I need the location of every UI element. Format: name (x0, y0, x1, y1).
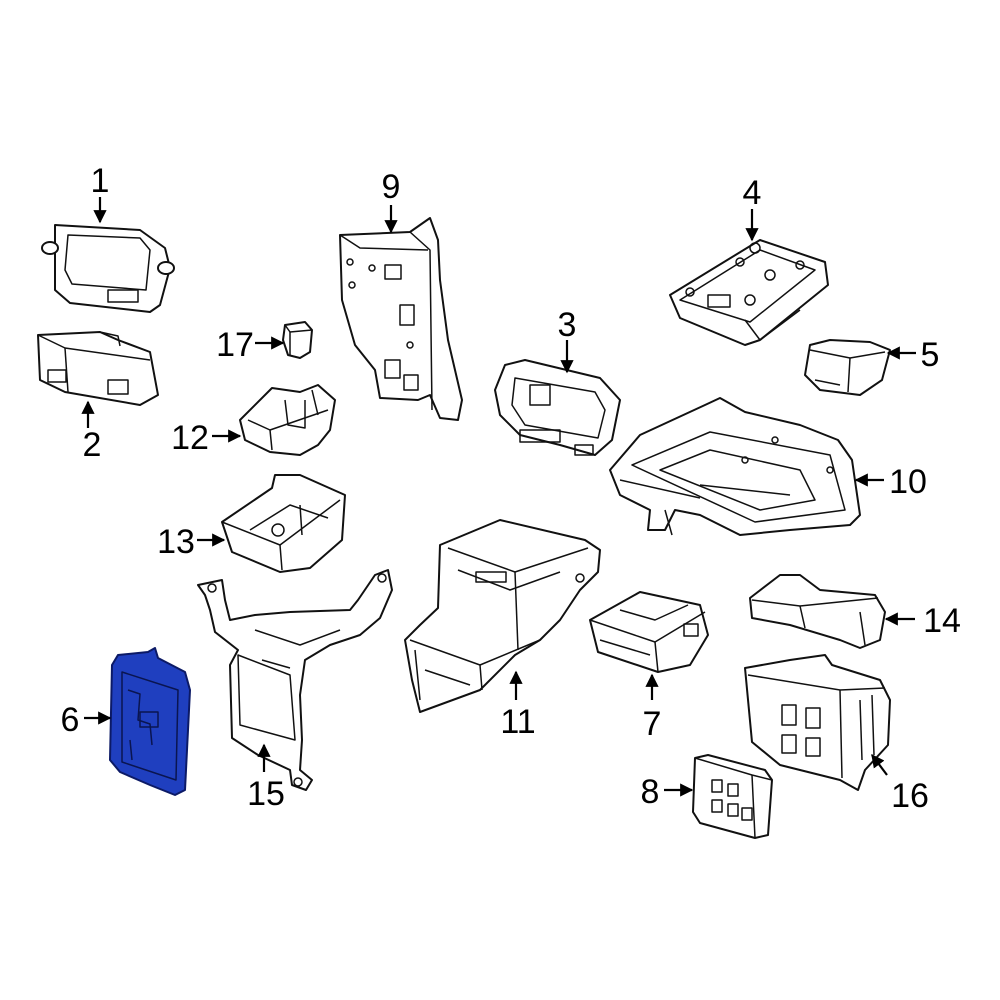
callout-7: 7 (643, 705, 662, 743)
callout-2: 2 (83, 426, 102, 464)
part-17-relay[interactable] (282, 321, 313, 359)
callout-12: 12 (171, 419, 209, 457)
part-1-module[interactable] (41, 224, 175, 313)
part-6-module-highlighted[interactable] (109, 647, 191, 796)
leader-lines (81, 197, 916, 797)
part-7-unit[interactable] (589, 591, 709, 673)
callout-16: 16 (891, 777, 929, 815)
callout-15: 15 (247, 775, 285, 813)
callout-3: 3 (558, 306, 577, 344)
callout-14: 14 (923, 602, 961, 640)
callout-17: 17 (216, 326, 254, 364)
part-4-plate[interactable] (669, 239, 829, 346)
part-9-bracket[interactable] (339, 217, 463, 421)
part-16-fuse-block[interactable] (744, 654, 891, 791)
callout-11: 11 (500, 703, 535, 741)
part-10-frame-tray[interactable] (609, 397, 861, 536)
part-8-module[interactable] (692, 754, 773, 839)
part-11-base-tray[interactable] (404, 519, 601, 713)
callout-10: 10 (889, 463, 927, 501)
part-14-cover[interactable] (749, 574, 886, 649)
callout-5: 5 (921, 336, 940, 374)
part-12-holder[interactable] (239, 384, 336, 456)
callout-labels: 1 2 3 4 5 6 7 8 9 10 11 12 13 14 15 16 1… (61, 162, 961, 815)
callout-9: 9 (382, 168, 401, 206)
callout-4: 4 (743, 174, 762, 212)
part-5-sensor[interactable] (804, 339, 891, 396)
callout-6: 6 (61, 701, 80, 739)
callout-1: 1 (91, 162, 110, 200)
callout-8: 8 (641, 773, 660, 811)
part-15-bracket[interactable] (197, 569, 393, 791)
callout-13: 13 (157, 523, 195, 561)
leader-16 (871, 753, 888, 776)
part-2-module[interactable] (37, 331, 159, 406)
part-13-tray[interactable] (221, 474, 346, 573)
part-3-module[interactable] (494, 359, 621, 456)
